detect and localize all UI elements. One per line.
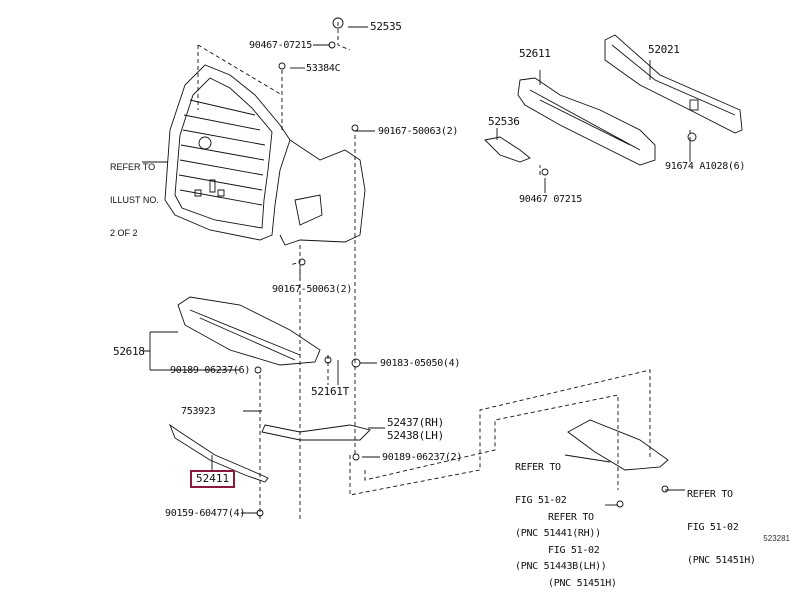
- refer-illust-note: REFER TO ILLUST NO. 2 OF 2: [110, 140, 159, 250]
- part-label-52161t[interactable]: 52161T: [311, 385, 349, 398]
- part-label-52021[interactable]: 52021: [648, 43, 680, 56]
- part-label-90189-06237-right[interactable]: 90189-06237(2): [382, 452, 463, 463]
- part-label-753923[interactable]: 753923: [181, 406, 216, 417]
- part-label-90467-07215-top[interactable]: 90467-07215: [249, 40, 312, 51]
- fastener-icons: [254, 17, 697, 517]
- refer-undercover-line-1: REFER TO: [515, 462, 561, 473]
- part-label-52536[interactable]: 52536: [488, 115, 520, 128]
- part-label-52535[interactable]: 52535: [370, 20, 402, 33]
- part-label-52411-highlighted[interactable]: 52411: [190, 470, 236, 488]
- refer-undercover-line-3: (PNC 51441(RH)): [515, 528, 601, 539]
- refer-clip-center-line-1: REFER TO: [548, 512, 594, 523]
- refer-clip-right-line-3: (PNC 51451H): [687, 555, 756, 566]
- part-label-91674-a1028[interactable]: 91674 A1028(6): [665, 161, 746, 172]
- part-label-90167-50063-bottom[interactable]: 90167-50063(2): [272, 284, 353, 295]
- refer-illust-line-3: 2 OF 2: [110, 228, 138, 238]
- part-label-90159-60477[interactable]: 90159-60477(4): [165, 508, 246, 519]
- part-label-52438-lh[interactable]: 52438(LH): [387, 429, 444, 442]
- connector-lines: [197, 22, 691, 520]
- part-label-52437-rh[interactable]: 52437(RH): [387, 416, 444, 429]
- refer-clip-right-line-2: FIG 51-02: [687, 522, 739, 533]
- bracket-52536-illustration: [484, 136, 531, 163]
- refer-clip-center-line-3: (PNC 51451H): [548, 578, 617, 589]
- refer-illust-line-1: REFER TO: [110, 162, 156, 172]
- part-label-52618[interactable]: 52618: [113, 345, 145, 358]
- under-cover-illustration: [567, 419, 669, 471]
- upper-cover-illustration: [177, 296, 321, 366]
- parts-diagram: [142, 17, 743, 520]
- refer-undercover-line-2: FIG 51-02: [515, 495, 567, 506]
- refer-clip-right-note[interactable]: REFER TO FIG 51-02 (PNC 51451H): [687, 467, 756, 577]
- part-label-53384c[interactable]: 53384C: [306, 63, 341, 74]
- part-label-52611[interactable]: 52611: [519, 47, 551, 60]
- leader-lines: [142, 26, 691, 514]
- refer-clip-center-note[interactable]: REFER TO FIG 51-02 (PNC 51451H): [548, 490, 617, 600]
- strip-52437-illustration: [261, 424, 371, 441]
- bumper-reinforcement-illustration: [604, 34, 743, 134]
- refer-illust-line-2: ILLUST NO.: [110, 195, 159, 205]
- energy-absorber-illustration: [517, 77, 656, 166]
- part-label-90467-07215-right[interactable]: 90467 07215: [519, 194, 582, 205]
- front-grille-illustration: [164, 64, 366, 246]
- refer-clip-right-line-1: REFER TO: [687, 489, 733, 500]
- part-label-90189-06237-left[interactable]: 90189-06237(6): [170, 365, 251, 376]
- part-label-90167-50063-top[interactable]: 90167-50063(2): [378, 126, 459, 137]
- part-label-90183-05050[interactable]: 90183-05050(4): [380, 358, 461, 369]
- diagram-id: 523281: [763, 534, 790, 543]
- molding-52411-illustration: [169, 423, 269, 483]
- refer-clip-center-line-2: FIG 51-02: [548, 545, 600, 556]
